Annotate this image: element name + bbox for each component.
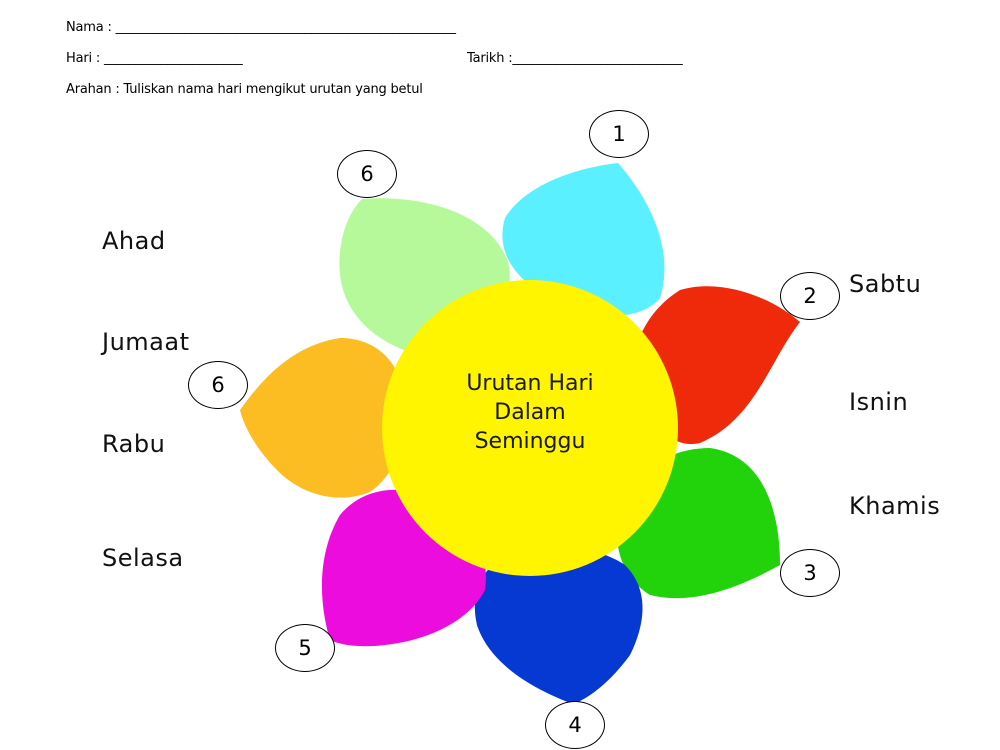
name-label: Nama : [66,20,112,35]
badge-6-left[interactable]: 6 [188,361,248,409]
date-line[interactable]: ___________________________ [512,51,683,66]
center-line-2: Dalam [494,400,566,425]
petal-cyan [502,163,665,316]
badge-6-top[interactable]: 6 [337,150,397,198]
day-label: Hari : [66,51,101,66]
center-circle [382,280,678,576]
day-selasa[interactable]: Selasa [102,544,184,572]
day-ahad[interactable]: Ahad [102,227,166,255]
badge-1[interactable]: 1 [589,110,649,158]
name-field[interactable]: Nama : _________________________________… [66,20,456,35]
day-rabu[interactable]: Rabu [102,430,166,458]
name-line[interactable]: ________________________________________… [115,20,456,35]
badge-3[interactable]: 3 [780,549,840,597]
petal-orange [240,338,407,498]
petal-blue [474,546,643,704]
center-line-1: Urutan Hari [466,371,594,396]
center-line-3: Seminggu [474,429,586,454]
day-line[interactable]: ______________________ [103,51,243,66]
date-label: Tarikh : [467,51,513,66]
date-field[interactable]: Tarikh :___________________________ [467,51,683,66]
day-khamis[interactable]: Khamis [849,492,941,520]
badge-5[interactable]: 5 [275,624,335,672]
badge-4[interactable]: 4 [545,701,605,749]
instruction-text: Arahan : Tuliskan nama hari mengikut uru… [66,82,423,97]
day-jumaat[interactable]: Jumaat [102,328,190,356]
day-field[interactable]: Hari : ______________________ [66,51,243,66]
badge-2[interactable]: 2 [780,272,840,320]
day-sabtu[interactable]: Sabtu [849,270,922,298]
day-isnin[interactable]: Isnin [849,388,909,416]
center-title: Urutan Hari Dalam Seminggu [430,369,630,456]
